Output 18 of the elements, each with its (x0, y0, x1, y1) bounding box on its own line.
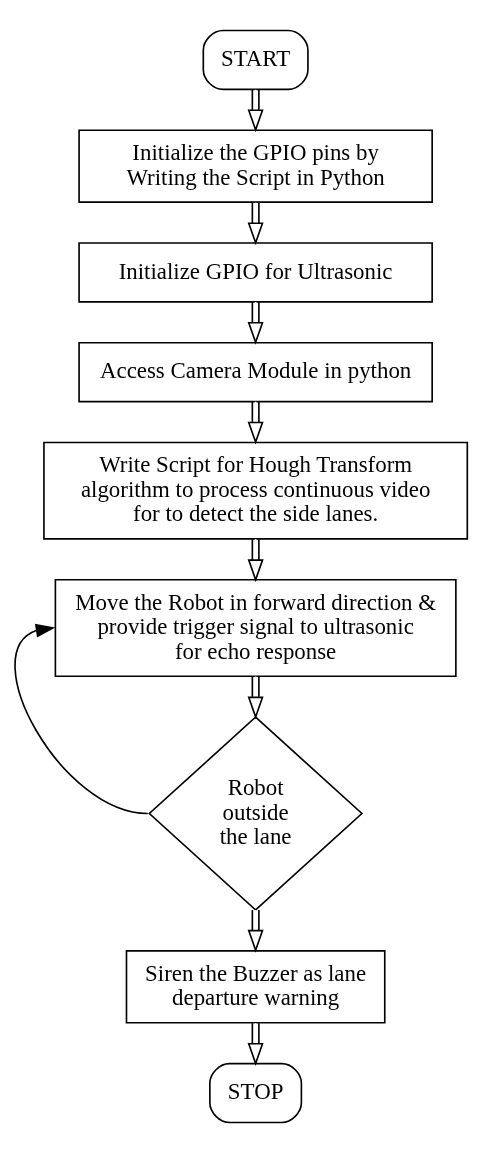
arrow (247, 88, 264, 133)
arrow (247, 1022, 264, 1066)
node-diamond: Robot outside the lane (148, 715, 364, 912)
node-box: Access Camera Module in python (78, 341, 433, 403)
node-box: Initialize GPIO for Ultrasonic (78, 242, 433, 303)
arrow (247, 201, 264, 246)
node-box: Initialize the GPIO pins by Writing the Script in Python (78, 129, 433, 203)
arrow (247, 400, 264, 445)
node-box: Move the Robot in forward direction & provide trigger signal to ultrasonic for echo response (54, 578, 457, 678)
node-box: Write Script for Hough Transform algorithm to process continuous video for to detect the side lanes. (43, 441, 469, 540)
arrow (247, 538, 264, 583)
arrow (247, 675, 264, 720)
arrow (247, 301, 264, 345)
arrow (247, 909, 264, 953)
node-box: START (202, 29, 309, 91)
arrow (14, 623, 149, 815)
node-box: Siren the Buzzer as lane departure warning (125, 950, 386, 1024)
node-box: STOP (209, 1062, 303, 1124)
